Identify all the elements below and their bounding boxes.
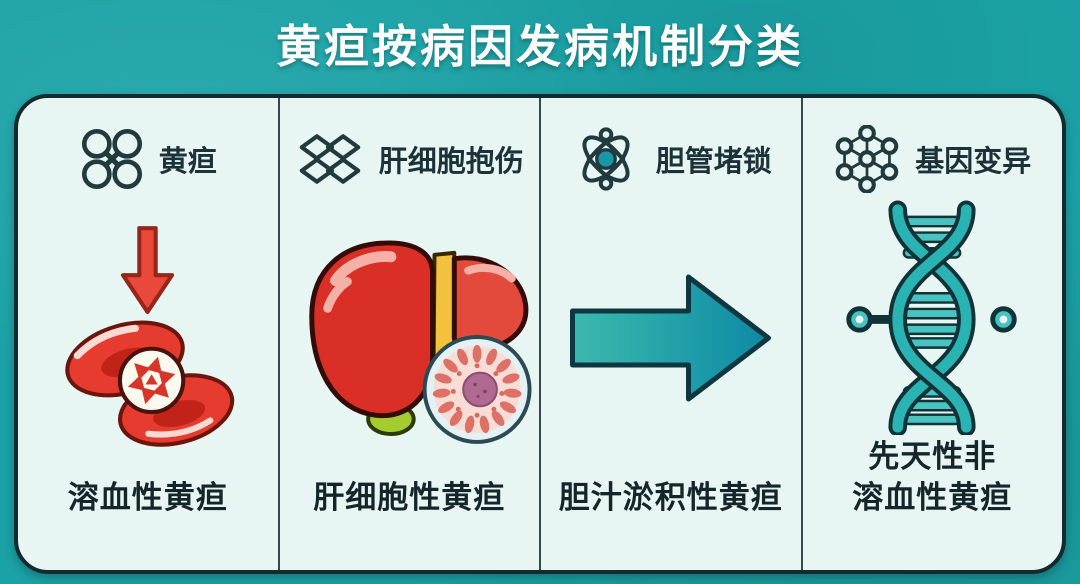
column-header: 黄疸 [79, 120, 217, 198]
down-arrow-and-red-blood-cells-illustration [24, 198, 272, 478]
column-hemolytic: 黄疸 [18, 98, 278, 570]
cause-label: 胆管堵锁 [655, 146, 772, 178]
molecule-icon [79, 126, 145, 192]
column-congenital: 基因变异 [800, 98, 1063, 570]
result-label: 肝细胞性黄疸 [313, 479, 506, 515]
result-label: 溶血性黄疸 [67, 479, 228, 515]
cause-label: 黄疸 [158, 146, 217, 178]
column-cholestatic: 胆管堵锁 胆汁淤积性黄疸 [539, 98, 801, 570]
cause-label: 基因变异 [915, 146, 1032, 178]
atom-icon [570, 126, 642, 192]
dna-helix-illustration [809, 198, 1057, 437]
column-header: 肝细胞抱伤 [295, 120, 524, 198]
result-label: 先天性非 溶血性黄疸 [852, 439, 1013, 515]
network-icon [833, 125, 901, 193]
cause-label: 肝细胞抱伤 [378, 146, 524, 178]
result-label: 胆汁淤积性黄疸 [558, 479, 783, 515]
column-hepatocellular: 肝细胞抱伤 [277, 98, 540, 570]
liver-and-cell-illustration [286, 198, 534, 478]
stacked-diamonds-icon [295, 128, 365, 190]
column-header: 基因变异 [833, 120, 1031, 198]
column-header: 胆管堵锁 [570, 120, 772, 198]
classification-card: 黄疸 [14, 94, 1066, 574]
right-arrow-illustration [547, 198, 795, 478]
page-title: 黄疸按病因发病机制分类 [275, 21, 804, 72]
